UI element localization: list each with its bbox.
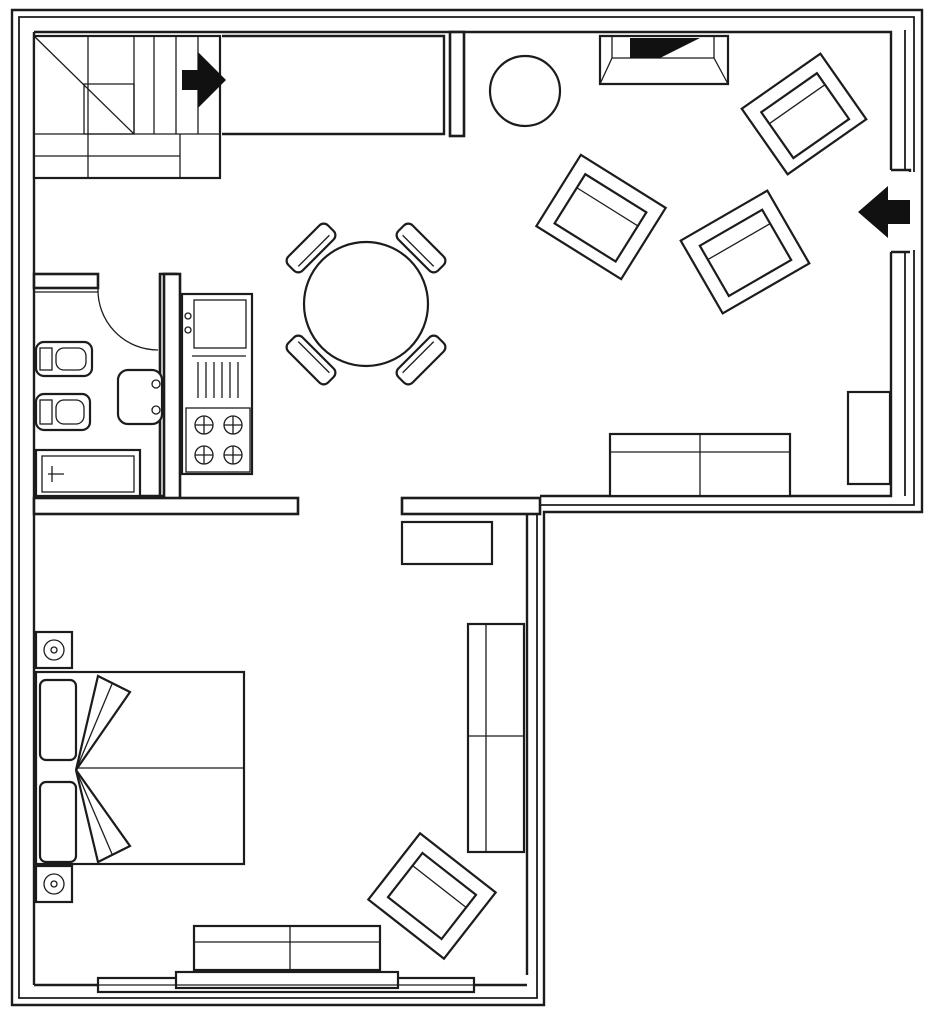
sofa	[466, 622, 526, 854]
hob	[185, 407, 251, 473]
interior-walls	[32, 30, 542, 516]
pillow	[38, 678, 78, 762]
folded-duvet	[74, 674, 132, 864]
washbasin	[116, 368, 164, 426]
cabinet	[846, 390, 892, 486]
dining-chair	[395, 334, 447, 386]
double-bed	[34, 670, 246, 866]
fireplace	[598, 34, 730, 86]
dining-table	[285, 222, 447, 386]
pillow	[38, 780, 78, 864]
chimney-arrow-icon	[630, 38, 700, 58]
bottom-window	[96, 970, 476, 994]
desk	[400, 520, 494, 566]
bedside-table	[34, 864, 74, 904]
kitchen-sink	[184, 299, 247, 349]
armchair	[366, 831, 498, 961]
window-bench	[192, 924, 382, 972]
dining-chair	[285, 334, 337, 386]
kitchen	[180, 292, 254, 476]
burner	[223, 445, 243, 465]
toilet	[34, 392, 92, 432]
dining-chair	[285, 222, 337, 274]
bathroom	[34, 287, 164, 498]
stair-direction-arrow-icon	[182, 52, 226, 108]
bathtub	[34, 448, 142, 498]
sofa	[608, 432, 792, 498]
armchair	[534, 153, 668, 281]
round-side-table	[488, 54, 562, 128]
entrance-arrow-icon	[858, 186, 910, 238]
armchair	[679, 189, 811, 315]
living-room	[285, 34, 910, 498]
bidet	[34, 340, 94, 378]
armchair	[740, 52, 868, 176]
bedside-table	[34, 630, 74, 670]
burner	[194, 415, 214, 435]
drainboard	[192, 355, 246, 398]
bedroom	[34, 520, 526, 972]
bathroom-door	[34, 287, 159, 351]
burner	[223, 415, 243, 435]
dining-chair	[395, 222, 447, 274]
staircase	[32, 34, 226, 180]
burner	[194, 445, 214, 465]
